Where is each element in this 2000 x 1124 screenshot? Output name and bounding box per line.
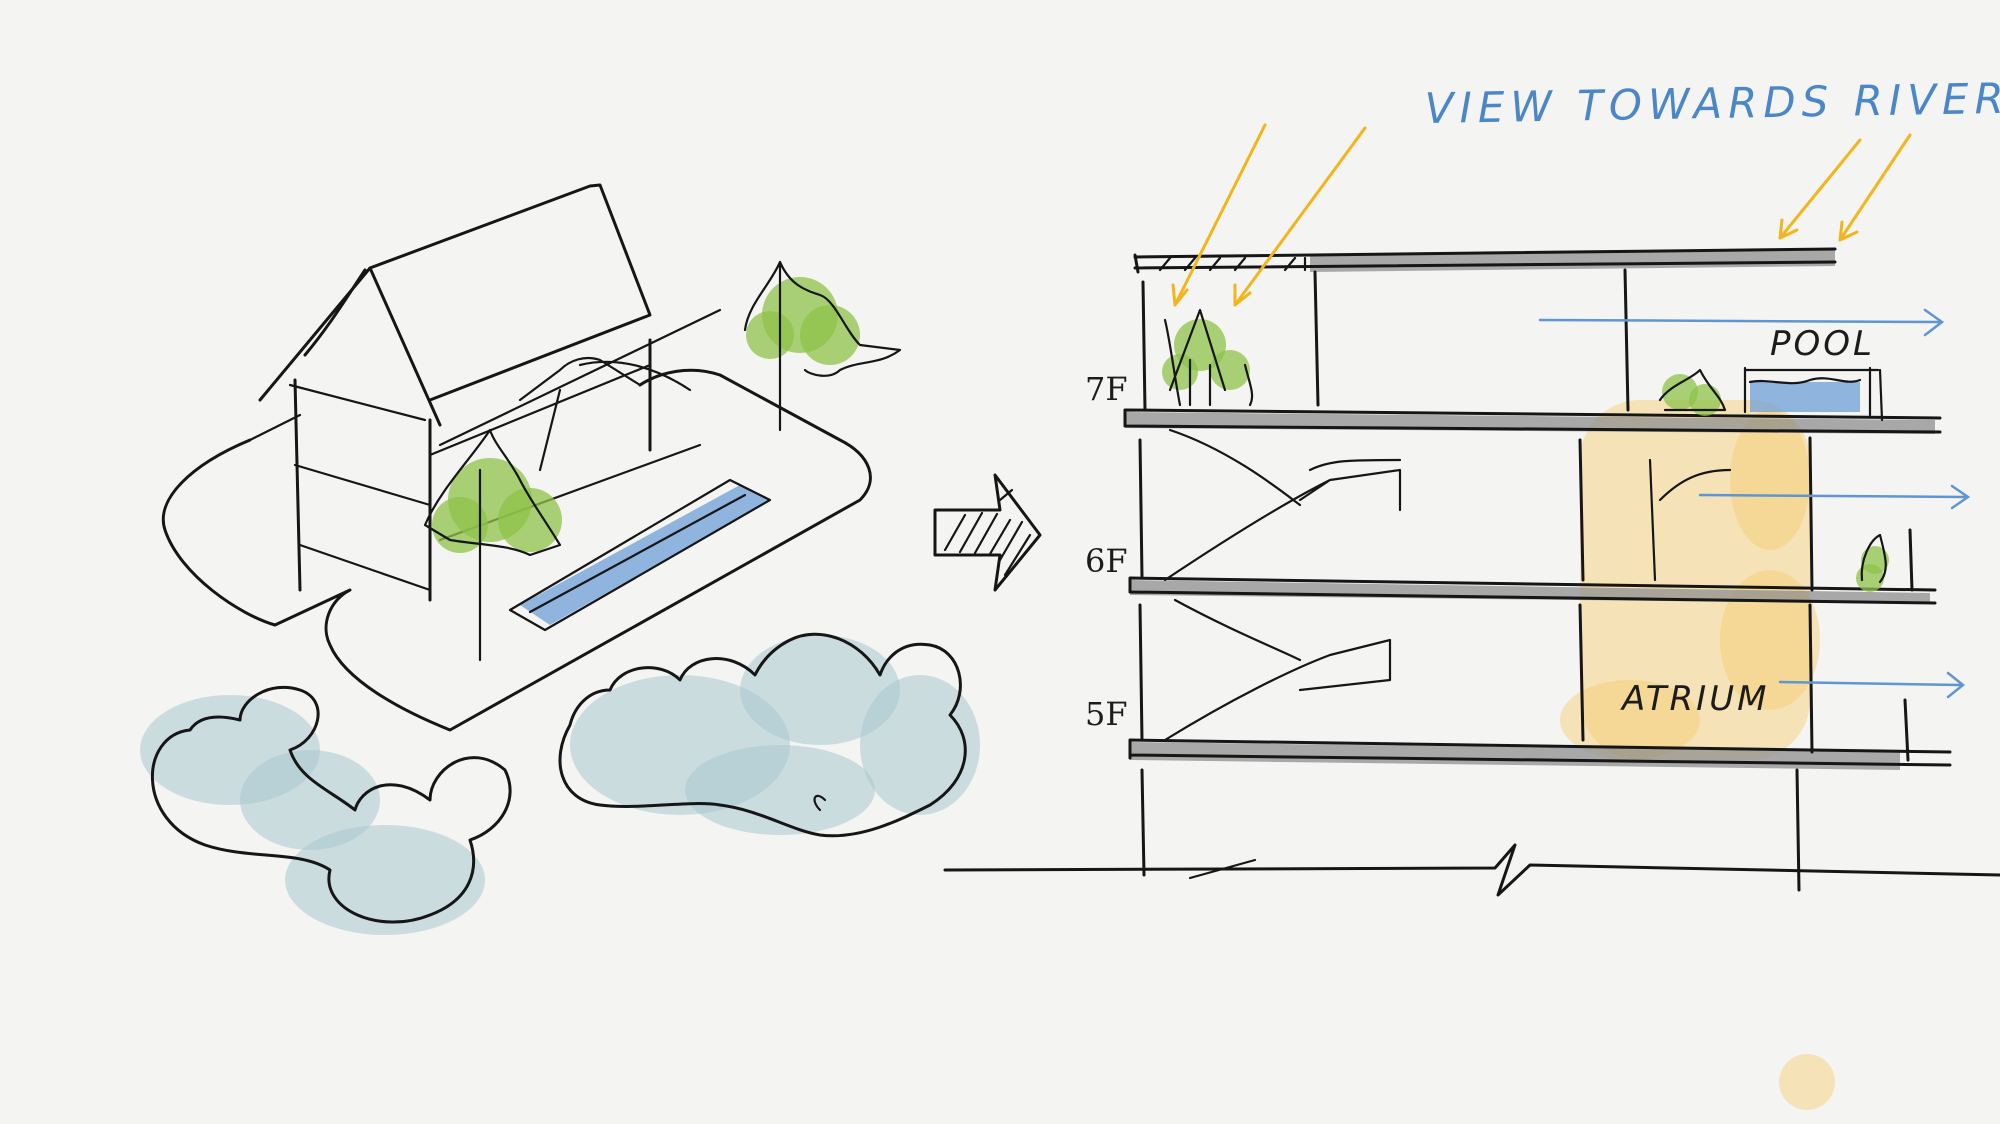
isometric-building-sketch (140, 183, 980, 935)
building-section-sketch: VIEW TOWARDS RIVER POOL ATRIUM 7F 6F 5F (943, 74, 2000, 1110)
house-walls (293, 338, 652, 602)
tree-icon (423, 428, 562, 662)
shrub-icon (1856, 533, 1889, 592)
pool-water (1743, 366, 1884, 422)
stair-lines (1163, 428, 1402, 742)
floor-label-6f: 6F (1085, 542, 1128, 580)
floor-label-5f: 5F (1085, 695, 1128, 733)
atrium-wash (1560, 400, 1835, 1110)
cloud-shapes (140, 632, 980, 935)
view-arrows (1538, 308, 1971, 699)
sun-ray-icon (1171, 123, 1912, 307)
tree-icon (743, 260, 902, 432)
atrium-label: ATRIUM (1620, 679, 1769, 719)
house-roof (258, 183, 652, 402)
right-arrow-icon (933, 473, 1042, 592)
pool-water (508, 478, 772, 632)
ground-line (943, 843, 2000, 897)
pool-label: POOL (1770, 324, 1875, 364)
floor-label-7f: 7F (1085, 370, 1128, 408)
site-platform-outline (161, 368, 872, 732)
shrub-icon (1658, 368, 1727, 416)
floor-slabs (1123, 408, 1952, 770)
view-label: VIEW TOWARDS RIVER (1424, 74, 2000, 133)
tree-icon (1162, 308, 1254, 407)
section-columns (1138, 268, 1914, 892)
